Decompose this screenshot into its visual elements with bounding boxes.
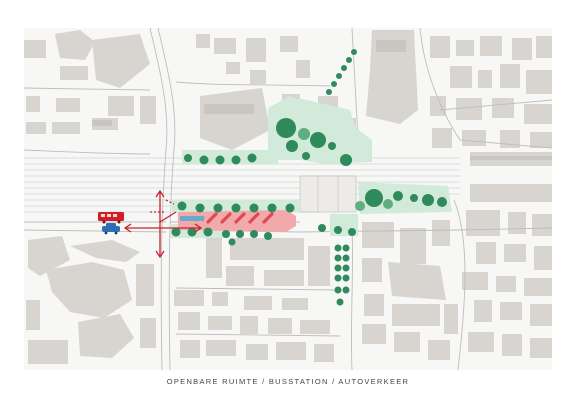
station-building [299, 175, 357, 213]
trees-light [298, 128, 393, 211]
bus-station [178, 210, 296, 232]
trees [171, 49, 447, 306]
building-shadows [92, 40, 552, 160]
car-icon [102, 223, 120, 235]
map-caption: OPENBARE RUIMTE / BUSSTATION / AUTOVERKE… [166, 377, 410, 386]
road-network [23, 27, 553, 371]
bidirectional-traffic-arrows-icon [123, 189, 203, 259]
building-blocks [24, 30, 552, 364]
bus-icon [98, 212, 124, 224]
